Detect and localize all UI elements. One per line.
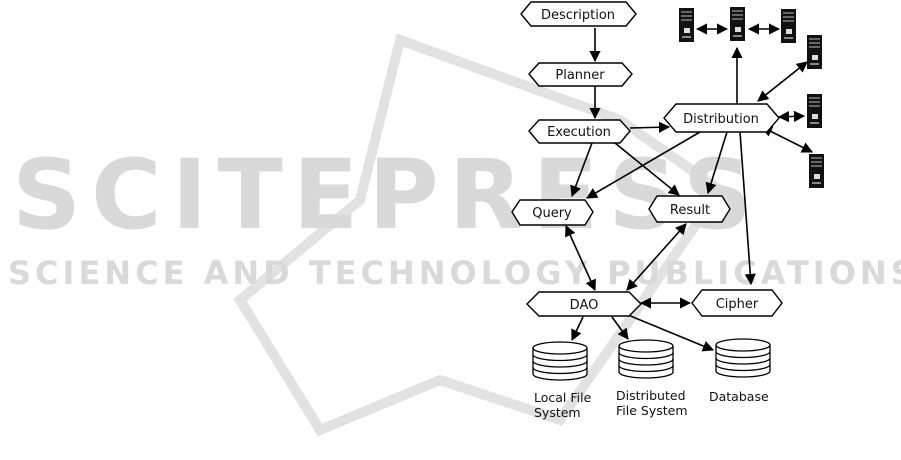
node-query-label: Query — [532, 206, 572, 221]
store-database-label: Database — [709, 389, 769, 404]
edge-distribution-server-right1 — [758, 62, 807, 101]
server-tower-icon — [730, 7, 745, 41]
node-distribution-label: Distribution — [683, 112, 759, 127]
server-tower-icon — [807, 94, 822, 128]
edge-distribution-server-right3 — [762, 127, 812, 152]
edge-dao-local — [572, 317, 583, 340]
edge-execution-distribution — [630, 127, 669, 128]
watermark-title: SCITEPRESS — [12, 139, 762, 251]
server-tower-icon — [679, 8, 694, 42]
watermark-subtitle: SCIENCE AND TECHNOLOGY PUBLICATIONS — [8, 254, 901, 292]
node-query: Query — [512, 200, 593, 225]
database-cylinder-icon — [619, 340, 673, 378]
node-description-label: Description — [541, 8, 615, 23]
store-local-label-line2: System — [534, 405, 581, 420]
node-distribution: Distribution — [664, 104, 779, 132]
store-database: Database — [709, 339, 770, 404]
node-description: Description — [521, 2, 636, 26]
node-cipher-label: Cipher — [716, 297, 759, 312]
database-cylinder-icon — [533, 342, 587, 380]
server-tower-icon — [807, 35, 822, 69]
node-execution: Execution — [529, 120, 630, 143]
node-result: Result — [649, 196, 730, 222]
store-distributed-label-line2: File System — [616, 403, 688, 418]
database-cylinder-icon — [716, 339, 770, 377]
node-planner-label: Planner — [555, 68, 605, 83]
node-result-label: Result — [670, 203, 710, 218]
server-tower-icon — [781, 9, 796, 43]
server-tower-icon — [809, 154, 824, 188]
node-execution-label: Execution — [547, 125, 611, 140]
store-local-label-line1: Local File — [534, 390, 592, 405]
node-dao: DAO — [527, 292, 641, 316]
edge-distribution-server-right2 — [779, 116, 804, 117]
store-distributed-label-line1: Distributed — [616, 388, 686, 403]
node-dao-label: DAO — [570, 298, 599, 313]
node-planner: Planner — [529, 63, 632, 86]
node-cipher: Cipher — [692, 290, 782, 316]
store-distributed-file-system: Distributed File System — [616, 340, 688, 418]
